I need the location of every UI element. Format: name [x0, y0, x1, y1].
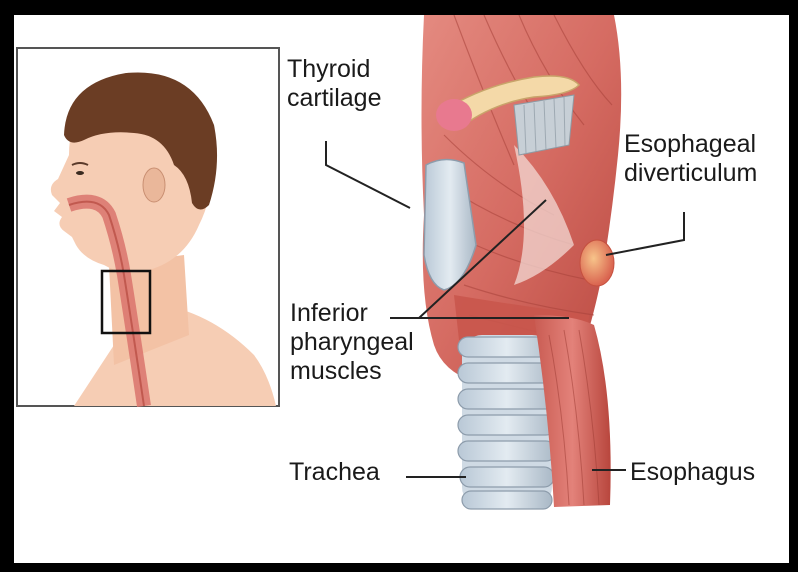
label-thyroid-cartilage-line-1: Thyroid	[287, 55, 382, 84]
main-anatomy	[422, 15, 622, 509]
inset-panel	[17, 48, 279, 406]
gland	[436, 99, 472, 131]
label-esophagus: Esophagus	[630, 458, 755, 487]
label-esophageal-diverticulum: Esophageal diverticulum	[624, 130, 757, 188]
label-thyroid-cartilage: Thyroid cartilage	[287, 55, 382, 113]
label-inferior-pharyngeal-line-2: pharyngeal	[290, 328, 414, 357]
label-esophageal-diverticulum-line-1: Esophageal	[624, 130, 757, 159]
label-trachea: Trachea	[289, 458, 380, 487]
label-esophageal-diverticulum-line-2: diverticulum	[624, 159, 757, 188]
leader-esophageal-diverticulum	[606, 212, 684, 255]
label-esophagus-text: Esophagus	[630, 458, 755, 487]
label-inferior-pharyngeal-muscles: Inferior pharyngeal muscles	[290, 299, 414, 386]
diverticulum-shape	[580, 240, 614, 286]
label-inferior-pharyngeal-line-3: muscles	[290, 357, 414, 386]
label-trachea-text: Trachea	[289, 458, 380, 487]
label-inferior-pharyngeal-line-1: Inferior	[290, 299, 414, 328]
diagram-canvas: Thyroid cartilage Esophageal diverticulu…	[14, 15, 789, 563]
leader-thyroid-cartilage	[326, 141, 410, 208]
label-thyroid-cartilage-line-2: cartilage	[287, 84, 382, 113]
